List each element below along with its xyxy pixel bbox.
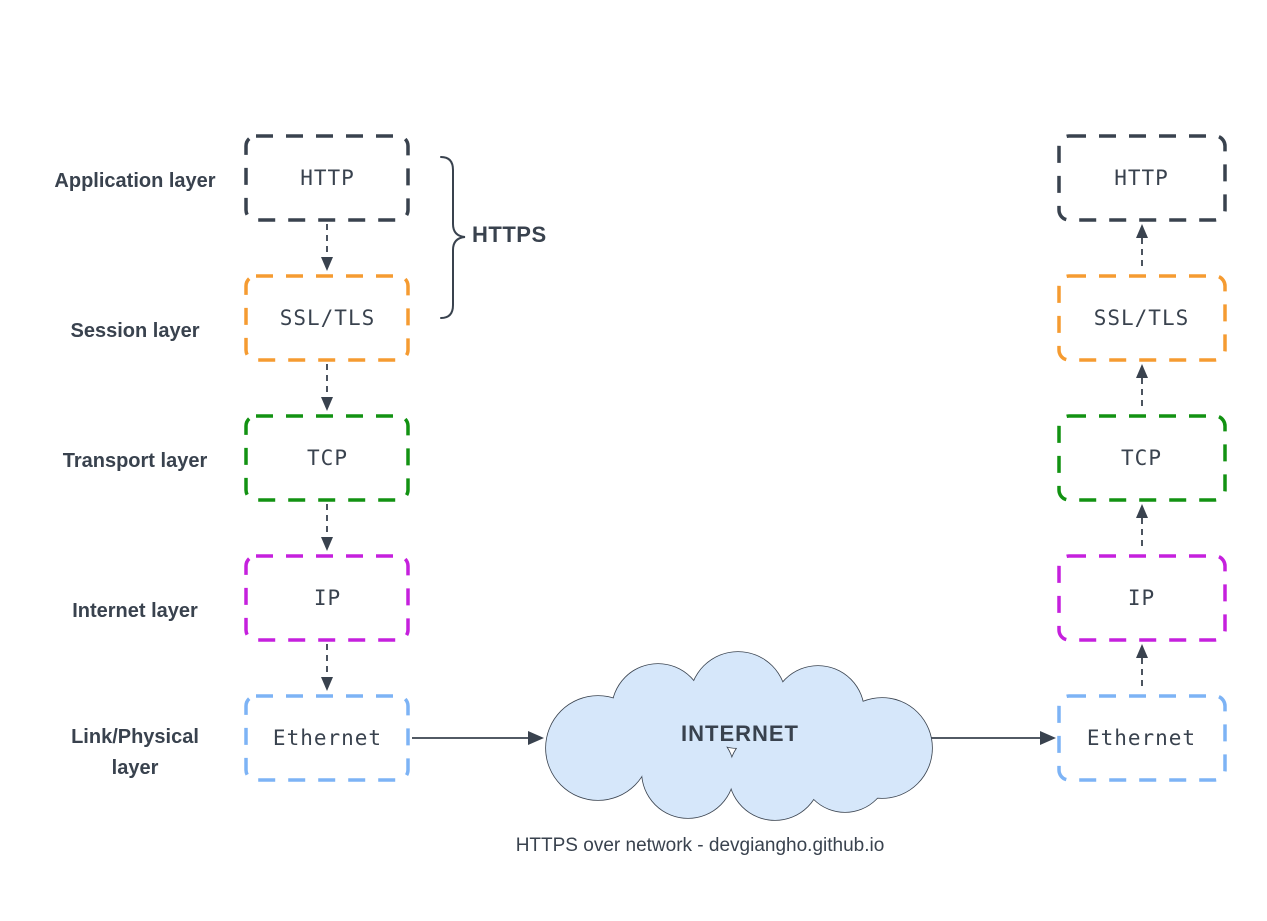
box-frame-http-right — [1057, 134, 1227, 222]
layer-label-link-physical: Link/Physical layer — [71, 726, 199, 779]
layer-label-internet: Internet layer — [72, 600, 198, 622]
diagram-caption: HTTPS over network - devgiangho.github.i… — [515, 835, 885, 856]
box-frame-ip-right — [1057, 554, 1227, 642]
right-stack-arrowheads — [1136, 224, 1148, 658]
protocol-box-ip-right: IP — [1127, 585, 1156, 610]
protocol-box-ip-left: IP — [313, 585, 342, 610]
layer-label-transport: Transport layer — [62, 450, 208, 472]
box-frame-tcp-right — [1057, 414, 1227, 502]
protocol-box-http-left: HTTP — [300, 165, 355, 190]
protocol-box-ssltls-left: SSL/TLS — [279, 305, 376, 330]
protocol-box-ethernet-right: Ethernet — [1086, 725, 1197, 750]
protocol-box-http-right: HTTP — [1114, 165, 1169, 190]
box-frame-ethernet-left — [244, 694, 410, 782]
layer-label-application: Application layer — [54, 170, 216, 192]
https-brace — [440, 156, 466, 319]
left-stack-arrowheads — [321, 257, 333, 691]
horizontal-arrowheads — [528, 731, 1056, 745]
box-frame-ip-left — [244, 554, 410, 642]
box-frame-ethernet-right — [1057, 694, 1227, 782]
box-frame-tcp-left — [244, 414, 410, 502]
protocol-box-tcp-left: TCP — [307, 445, 348, 470]
box-frame-http-left — [244, 134, 410, 222]
protocol-box-tcp-right: TCP — [1121, 445, 1162, 470]
internet-cloud-label: INTERNET — [681, 721, 799, 746]
protocol-box-ethernet-left: Ethernet — [272, 725, 383, 750]
protocol-box-ssltls-right: SSL/TLS — [1093, 305, 1190, 330]
layer-label-session: Session layer — [70, 320, 200, 342]
box-frame-ssltls-left — [244, 274, 410, 362]
box-frame-ssltls-right — [1057, 274, 1227, 362]
https-group-label: HTTPS — [472, 222, 547, 247]
